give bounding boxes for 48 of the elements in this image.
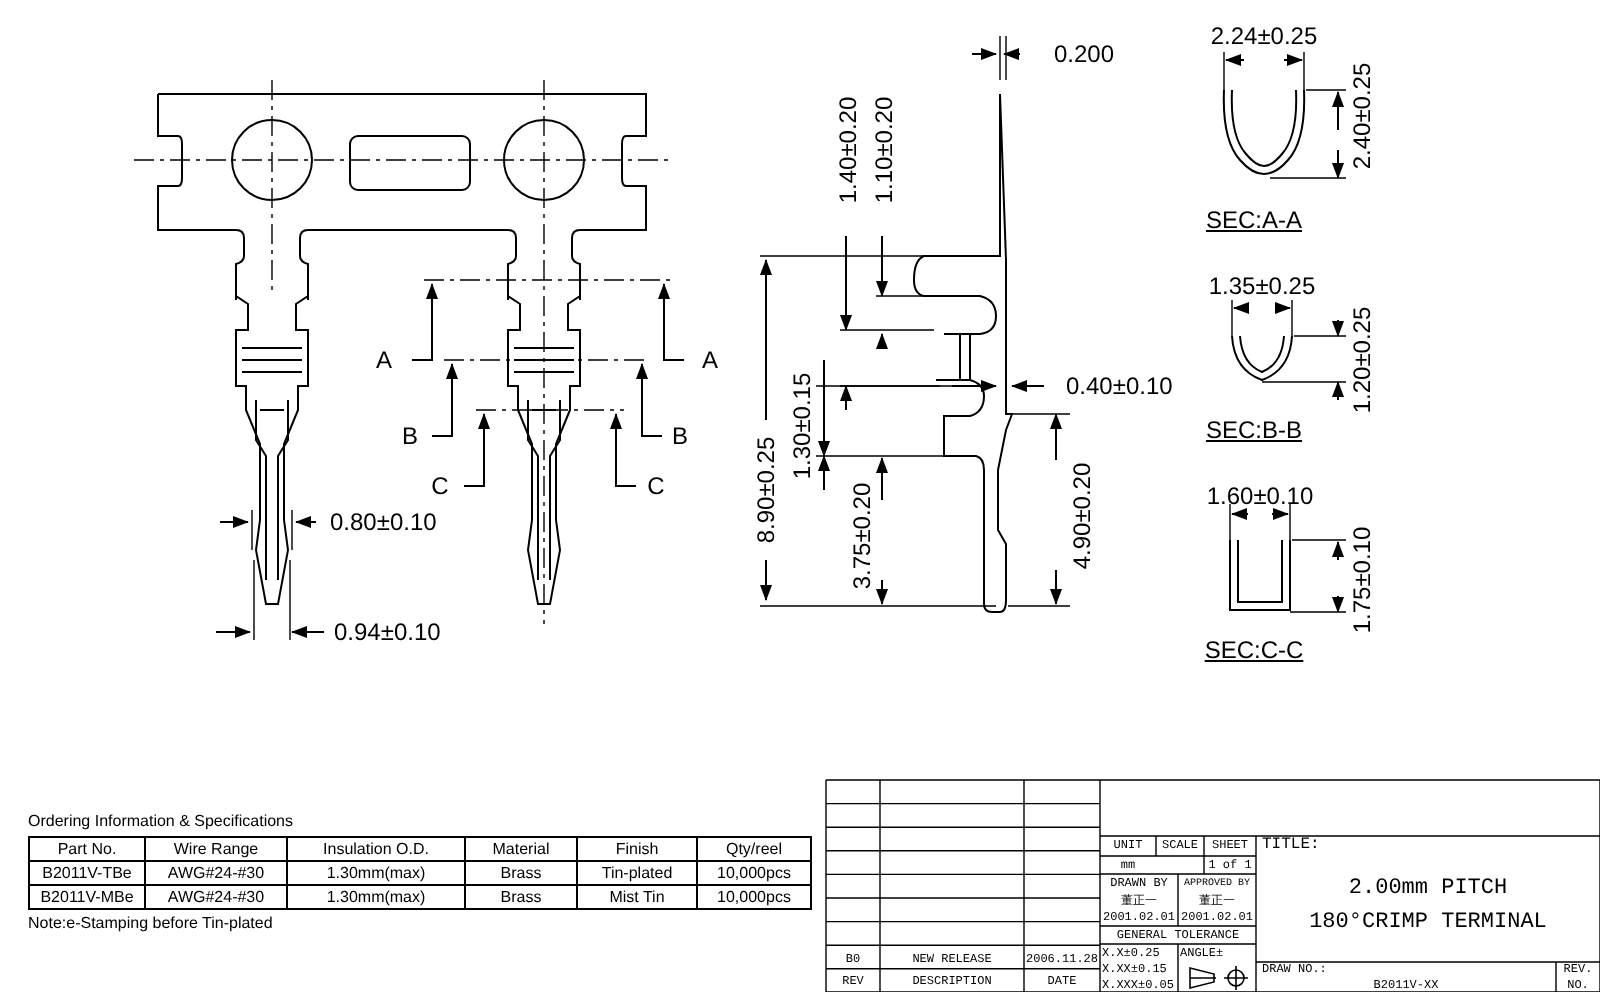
dimension-text: 1.10±0.20 [872, 96, 896, 204]
section-letter: A [376, 348, 392, 372]
dimension-text: 4.90±0.20 [1070, 462, 1094, 570]
drawing-title: 2.00mm PITCH [1348, 878, 1508, 900]
section-letter: A [702, 348, 718, 372]
dimension-text: 1.75±0.10 [1350, 526, 1374, 634]
dimension-text: 0.200 [1054, 42, 1115, 66]
section-title: SEC:B-B [1206, 418, 1302, 442]
dimension-text: 1.30±0.15 [790, 372, 814, 480]
table-cell: Brass [465, 885, 577, 909]
section-letter: C [431, 474, 449, 498]
column-header: Finish [577, 837, 697, 861]
dimension-text: 3.75±0.20 [850, 482, 874, 590]
section-letter: C [647, 474, 665, 498]
table-cell: AWG#24-#30 [145, 885, 287, 909]
table-cell: Brass [465, 861, 577, 885]
dimension-text: 0.94±0.10 [334, 620, 441, 644]
dimension-text: 1.60±0.10 [1206, 484, 1314, 508]
dimension-text: 2.24±0.25 [1210, 24, 1318, 48]
section-title: SEC:C-C [1204, 638, 1304, 662]
section-letter: B [672, 424, 688, 448]
dimension-text: 1.40±0.20 [836, 96, 860, 204]
table-title: Ordering Information & Specifications [28, 814, 294, 830]
table-cell: 1.30mm(max) [287, 885, 465, 909]
dimension-text: 2.40±0.25 [1350, 62, 1374, 170]
table-note: Note:e-Stamping before Tin-plated [28, 916, 273, 932]
column-header: Material [465, 837, 577, 861]
section-letter: B [402, 424, 418, 448]
column-header: Qty/reel [697, 837, 811, 861]
column-header: Insulation O.D. [287, 837, 465, 861]
table-cell: AWG#24-#30 [145, 861, 287, 885]
dimension-text: 1.20±0.25 [1350, 306, 1374, 414]
table-cell: Tin-plated [577, 861, 697, 885]
table-cell: 10,000pcs [697, 861, 811, 885]
table-cell: Mist Tin [577, 885, 697, 909]
drawing-title: 180°CRIMP TERMINAL [1309, 913, 1547, 935]
dimension-text: 1.35±0.25 [1208, 274, 1316, 298]
table-cell: B2011V-TBe [29, 861, 145, 885]
table-cell: B2011V-MBe [29, 885, 145, 909]
table-cell: 1.30mm(max) [287, 861, 465, 885]
dimension-text: 0.80±0.10 [330, 510, 437, 534]
column-header: Part No. [29, 837, 145, 861]
title-block-text: TITLE: [1262, 838, 1320, 854]
column-header: Wire Range [145, 837, 287, 861]
section-title: SEC:A-A [1206, 208, 1302, 232]
dimension-text: 0.40±0.10 [1066, 374, 1173, 398]
table-cell: 10,000pcs [697, 885, 811, 909]
dimension-text: 8.90±0.25 [754, 436, 778, 544]
